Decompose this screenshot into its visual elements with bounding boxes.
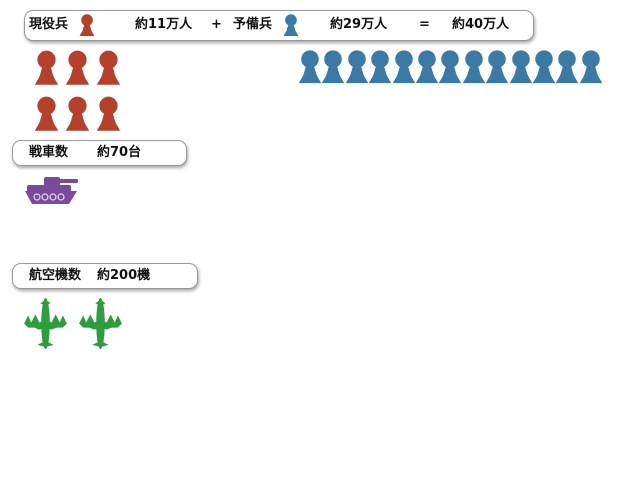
person-icon — [556, 50, 579, 84]
active-troops-count: 約11万人 — [135, 17, 193, 32]
plane-icon — [79, 298, 122, 349]
person-icon — [486, 50, 509, 84]
active-troops-label: 現役兵 — [29, 17, 69, 32]
plane-icon — [24, 298, 67, 349]
person-icon — [298, 50, 322, 84]
person-icon — [509, 50, 532, 84]
person-icon — [345, 50, 368, 84]
tank-icon — [24, 176, 79, 205]
person-icon — [96, 50, 121, 85]
tanks-summary-box — [12, 140, 187, 166]
person-icon — [65, 96, 90, 131]
person-icon — [322, 50, 345, 84]
plus-sign: + — [211, 17, 222, 32]
person-icon — [532, 50, 556, 84]
tanks-label: 戦車数 — [29, 145, 69, 160]
reserve-troops-count: 約29万人 — [330, 17, 388, 32]
person-icon — [415, 50, 439, 84]
person-icon — [96, 96, 121, 131]
person-icon — [579, 50, 602, 84]
person-icon — [34, 50, 59, 85]
reserve-troop-person-icon — [283, 14, 299, 36]
active-troop-person-icon — [79, 14, 95, 36]
aircraft-label: 航空機数 — [29, 268, 82, 283]
person-icon — [392, 50, 415, 84]
person-icon — [34, 96, 59, 131]
person-icon — [439, 50, 462, 84]
troops-summary-box — [24, 10, 534, 41]
person-icon — [369, 50, 392, 84]
tanks-count: 約70台 — [97, 145, 142, 160]
reserve-troops-label: 予備兵 — [233, 17, 273, 32]
equals-sign: = — [419, 17, 430, 32]
person-icon — [65, 50, 90, 85]
person-icon — [462, 50, 485, 84]
aircraft-count: 約200機 — [97, 268, 151, 283]
aircraft-summary-box — [12, 263, 198, 289]
total-troops-count: 約40万人 — [452, 17, 510, 32]
